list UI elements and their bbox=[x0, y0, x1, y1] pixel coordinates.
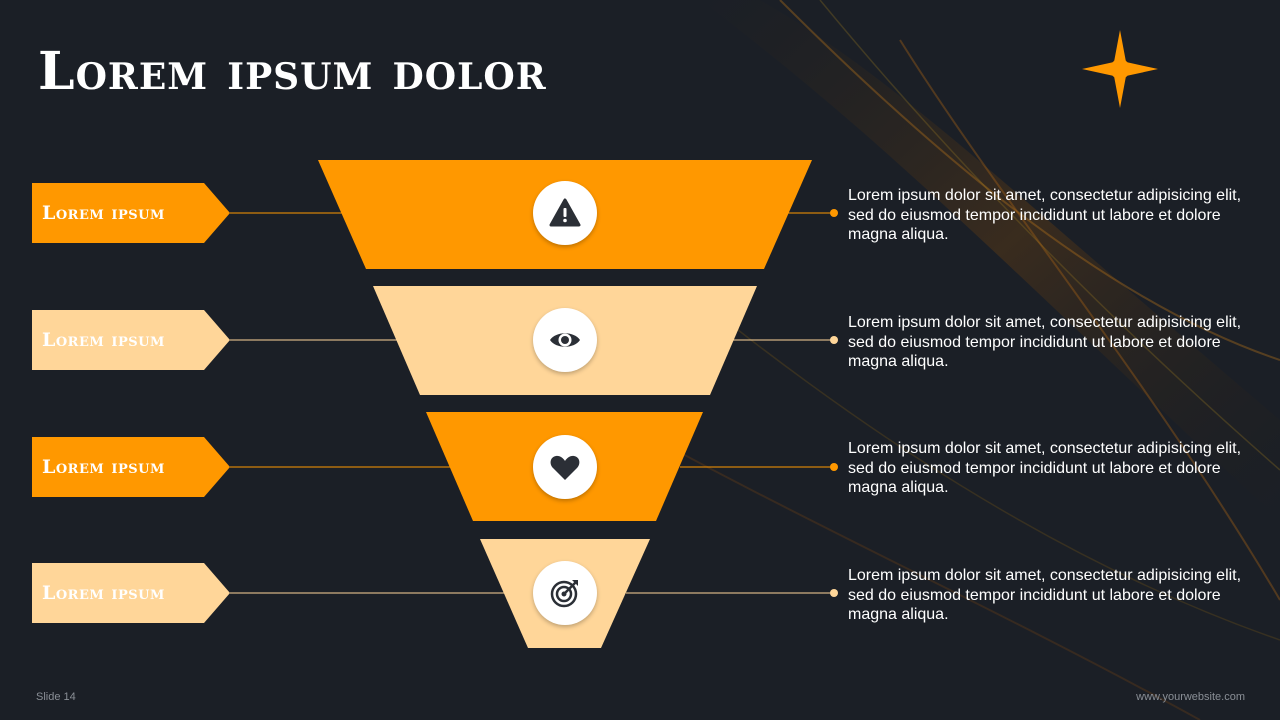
level-3-label: Lorem ipsum bbox=[42, 456, 165, 478]
level-4-label: Lorem ipsum bbox=[42, 582, 165, 604]
level-2-description: Lorem ipsum dolor sit amet, consectetur … bbox=[848, 314, 1242, 370]
level-3-description: Lorem ipsum dolor sit amet, consectetur … bbox=[848, 440, 1242, 496]
level-1-label: Lorem ipsum bbox=[42, 202, 165, 224]
level-3-tag: Lorem ipsum bbox=[32, 437, 230, 497]
star-icon bbox=[1082, 30, 1158, 108]
level-2-label: Lorem ipsum bbox=[42, 329, 165, 351]
target-icon bbox=[533, 561, 597, 625]
connector-lines bbox=[230, 209, 838, 597]
page-title: Lorem ipsum dolor bbox=[38, 41, 547, 102]
slide-number: Slide 14 bbox=[36, 691, 76, 703]
eye-icon bbox=[533, 308, 597, 372]
warning-icon bbox=[533, 181, 597, 245]
level-1-tag: Lorem ipsum bbox=[32, 183, 230, 243]
level-1-description: Lorem ipsum dolor sit amet, consectetur … bbox=[848, 187, 1242, 243]
level-4-description: Lorem ipsum dolor sit amet, consectetur … bbox=[848, 567, 1242, 623]
heart-icon bbox=[533, 435, 597, 499]
level-2-tag: Lorem ipsum bbox=[32, 310, 230, 370]
level-4-tag: Lorem ipsum bbox=[32, 563, 230, 623]
website-link[interactable]: www.yourwebsite.com bbox=[1136, 691, 1245, 703]
